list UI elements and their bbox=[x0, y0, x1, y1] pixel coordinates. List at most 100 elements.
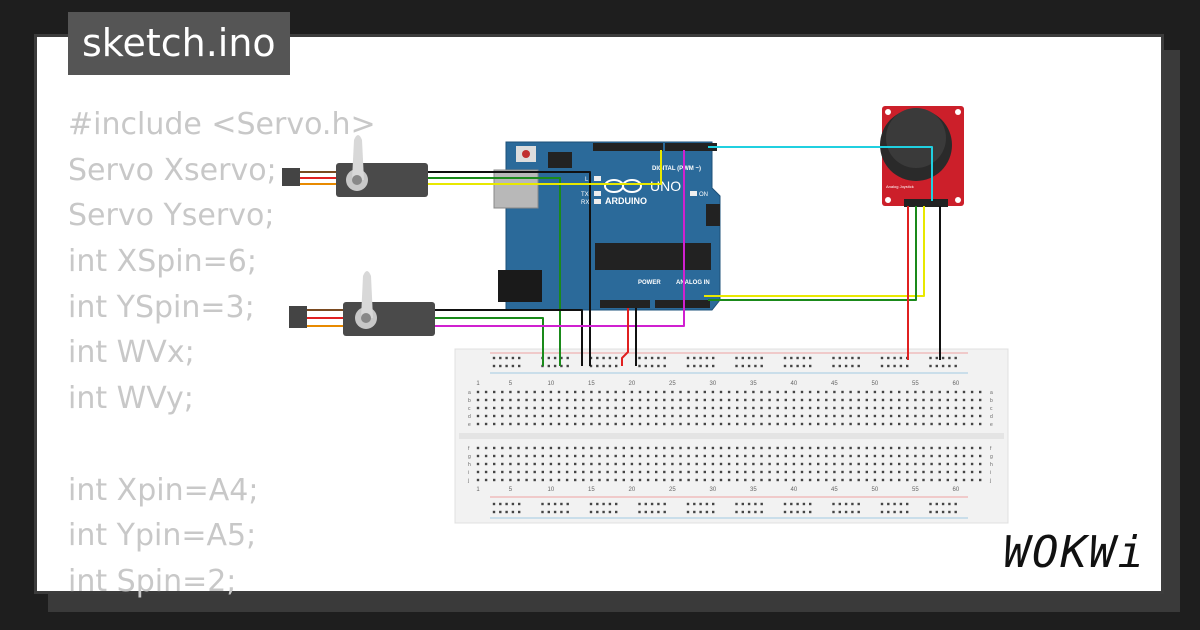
breadboard-hole bbox=[630, 446, 634, 450]
breadboard-hole bbox=[711, 446, 715, 450]
servo-x-horn[interactable] bbox=[352, 135, 364, 180]
breadboard-hole bbox=[492, 510, 496, 514]
breadboard-hole bbox=[962, 470, 966, 474]
breadboard-hole bbox=[857, 414, 860, 418]
breadboard-hole bbox=[671, 398, 674, 402]
breadboard-hole bbox=[930, 454, 933, 458]
breadboard-hole bbox=[857, 398, 860, 402]
breadboard-hole bbox=[622, 446, 625, 450]
breadboard-hole bbox=[557, 422, 561, 426]
breadboard-hole bbox=[541, 454, 544, 458]
breadboard-hole bbox=[518, 356, 521, 360]
breadboard-hole bbox=[646, 470, 650, 474]
breadboard-hole bbox=[614, 390, 617, 394]
breadboard-hole bbox=[541, 502, 544, 506]
breadboard-hole bbox=[686, 502, 690, 506]
breadboard-hole bbox=[768, 446, 771, 450]
breadboard-hole bbox=[650, 510, 654, 514]
analog-joystick[interactable]: Analog Joystick bbox=[880, 106, 964, 207]
breadboard-hole bbox=[501, 470, 504, 474]
breadboard-hole bbox=[719, 454, 723, 458]
breadboard-hole bbox=[517, 414, 520, 418]
breadboard-hole bbox=[602, 356, 605, 360]
breadboard-hole bbox=[887, 510, 890, 514]
breadboard-hole bbox=[881, 406, 885, 410]
digital-header-1 bbox=[593, 143, 663, 151]
breadboard-hole bbox=[906, 398, 909, 402]
servo-y[interactable] bbox=[289, 271, 435, 336]
breadboard-hole bbox=[693, 356, 696, 360]
breadboard-hole bbox=[946, 398, 949, 402]
breadboard-hole bbox=[679, 414, 682, 418]
breadboard-hole bbox=[962, 446, 966, 450]
breadboard-hole bbox=[657, 364, 660, 368]
breadboard-hole bbox=[590, 422, 593, 426]
breadboard-hole bbox=[484, 462, 488, 466]
breadboard-hole bbox=[833, 462, 836, 466]
breadboard-hole bbox=[655, 470, 658, 474]
breadboard-hole bbox=[630, 414, 634, 418]
breadboard-hole bbox=[493, 454, 496, 458]
breadboard-hole bbox=[493, 390, 496, 394]
breadboard-hole bbox=[914, 478, 917, 482]
breadboard-hole bbox=[671, 478, 674, 482]
breadboard-hole bbox=[663, 510, 666, 514]
breadboard-hole bbox=[596, 510, 599, 514]
servo-x[interactable] bbox=[282, 135, 428, 197]
breadboard-hole bbox=[566, 502, 569, 506]
breadboard-hole bbox=[727, 406, 731, 410]
breadboard-hole bbox=[954, 470, 958, 474]
breadboard-hole bbox=[622, 454, 625, 458]
arduino-uno[interactable]: UNO ARDUINO DIGITAL (PWM ~) POWER ANALOG… bbox=[493, 141, 721, 311]
breadboard-hole bbox=[833, 478, 836, 482]
breadboard-hole bbox=[873, 470, 877, 474]
breadboard-hole bbox=[476, 406, 480, 410]
breadboard-hole bbox=[873, 454, 877, 458]
wokwi-logo: WOKWi bbox=[1003, 527, 1146, 578]
breadboard-hole bbox=[893, 356, 896, 360]
breadboard-hole bbox=[671, 462, 674, 466]
code-line: int WVy; bbox=[68, 381, 194, 417]
breadboard-column-number: 10 bbox=[548, 487, 555, 493]
joystick-knob[interactable] bbox=[886, 108, 946, 168]
breadboard-hole bbox=[598, 406, 601, 410]
breadboard-hole bbox=[889, 398, 893, 402]
servo-y-horn[interactable] bbox=[361, 271, 373, 318]
breadboard-row-letter: c bbox=[468, 406, 471, 412]
breadboard-hole bbox=[638, 478, 642, 482]
breadboard-hole bbox=[711, 478, 715, 482]
breadboard-hole bbox=[687, 446, 690, 450]
breadboard-hole bbox=[598, 414, 601, 418]
breadboard-hole bbox=[865, 478, 868, 482]
breadboard-hole bbox=[851, 502, 854, 506]
breadboard-hole bbox=[565, 470, 569, 474]
breadboard-row-letter: i bbox=[468, 470, 469, 476]
breadboard-hole bbox=[703, 390, 706, 394]
breadboard-hole bbox=[970, 398, 974, 402]
breadboard-hole bbox=[553, 356, 557, 360]
breadboard-hole bbox=[849, 390, 852, 394]
breadboard-hole bbox=[565, 478, 569, 482]
breadboard-hole bbox=[606, 398, 609, 402]
breadboard-hole bbox=[476, 446, 480, 450]
breadboard-hole bbox=[914, 454, 917, 458]
breadboard-hole bbox=[889, 478, 893, 482]
breadboard-hole bbox=[889, 390, 893, 394]
breadboard-hole bbox=[865, 406, 868, 410]
breadboard-hole bbox=[776, 446, 779, 450]
breadboard-hole bbox=[630, 478, 634, 482]
breadboard-hole bbox=[590, 406, 593, 410]
reset-button-cap[interactable] bbox=[522, 150, 530, 158]
breadboard-hole bbox=[935, 502, 938, 506]
breadboard-hole bbox=[754, 502, 757, 506]
breadboard-hole bbox=[705, 510, 709, 514]
analog-in-label: ANALOG IN bbox=[676, 280, 710, 286]
breadboard-hole bbox=[614, 446, 617, 450]
breadboard-hole bbox=[792, 454, 796, 458]
breadboard-hole bbox=[760, 510, 763, 514]
breadboard-hole bbox=[844, 502, 848, 506]
breadboard-hole bbox=[663, 470, 666, 474]
breadboard-hole bbox=[752, 478, 755, 482]
breadboard-hole bbox=[825, 478, 828, 482]
breadboard-hole bbox=[608, 364, 612, 368]
